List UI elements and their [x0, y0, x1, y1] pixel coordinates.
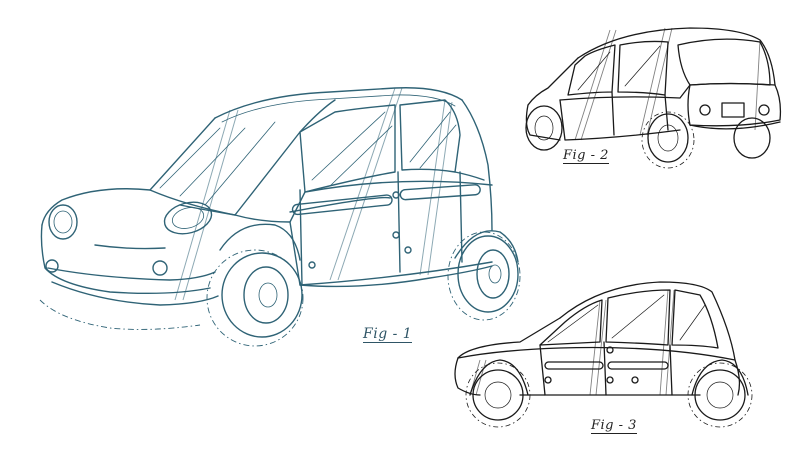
fig1-fog-lamp-left: [45, 259, 59, 273]
fig3-belt-line: [457, 346, 741, 396]
fig3-front-window: [539, 299, 603, 346]
fig1-shading-stripes: [174, 87, 453, 301]
fig2-tail-lamp-right: [758, 104, 770, 116]
fig1-front-bumper: [40, 224, 211, 295]
fig1-rear-side-window: [399, 99, 461, 173]
fig3-front-wheel: [472, 369, 524, 421]
fig1-front-wheel-arch: [219, 223, 301, 261]
fig3-rear-wheel: [694, 369, 746, 421]
figure-3-label: Fig - 3: [591, 418, 637, 434]
fig3-rear-door-window: [605, 289, 671, 346]
fig1-front-wheel: [221, 252, 303, 338]
fig2-roof: [577, 27, 776, 86]
fig2-tailgate: [687, 82, 782, 127]
fig2-rear-wheel: [647, 113, 689, 163]
fig1-side-rub-strip: [291, 194, 393, 216]
fig1-left-headlamp: [48, 204, 78, 240]
fig2-front-wheel: [525, 105, 563, 151]
fig3-shading-stripes: [469, 289, 675, 396]
fig3-front-rub-strip: [544, 361, 604, 370]
figure-2-label: Fig - 2: [563, 148, 609, 164]
fig1-door-split: [397, 171, 401, 273]
fig1-right-headlamp: [163, 201, 213, 235]
fig2-body-side: [559, 99, 681, 141]
fig2-shading-stripes: [574, 27, 761, 141]
fig3-door-split: [603, 341, 607, 396]
fig1-body-side: [289, 221, 493, 286]
fig1-fog-lamp-right: [152, 260, 168, 276]
figure-1-label: Fig - 1: [363, 326, 413, 343]
fig3-roof: [559, 281, 736, 361]
fig1-rear-wheel-arch: [454, 230, 519, 263]
fig3-hood: [457, 317, 561, 359]
fig1-rear-wheel: [457, 235, 519, 313]
fig1-front-side-window: [299, 104, 396, 193]
fig1-hood: [41, 188, 151, 226]
fig2-front-window: [567, 44, 616, 96]
fig2-tail-lamp-left: [699, 104, 711, 116]
fig3-quarter-window: [671, 289, 719, 349]
fig1-roof-line: [214, 87, 463, 119]
fig2-plate-area: [721, 102, 745, 118]
